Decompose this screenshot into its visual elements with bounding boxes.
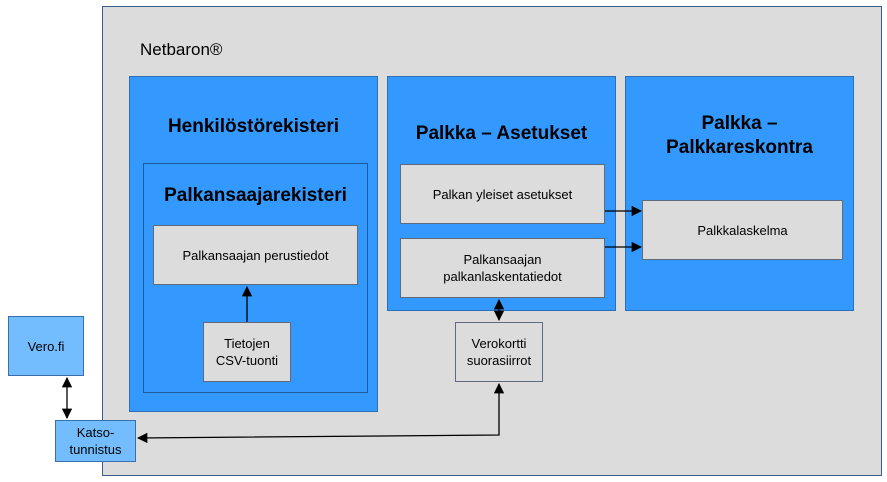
node-palkan-yleiset-asetukset: Palkan yleiset asetukset: [400, 164, 605, 224]
module-palkkareskontra: Palkka – Palkkareskontra: [625, 76, 854, 311]
arrow-katso-verokortti: [136, 382, 505, 444]
node-katso-tunnistus: Katso- tunnistus: [55, 420, 136, 462]
node-palkansaajan-perustiedot: Palkansaajan perustiedot: [153, 225, 358, 285]
node-vero-fi: Vero.fi: [8, 316, 84, 376]
module-palkkareskontra-title: Palkka – Palkkareskontra: [666, 113, 813, 158]
system-title: Netbaron®: [140, 40, 223, 59]
node-palkkalaskelma: Palkkalaskelma: [642, 200, 843, 260]
module-palkansaajarekisteri-title: Palkansaajarekisteri: [164, 185, 347, 206]
node-csv-tuonti: Tietojen CSV-tuonti: [203, 322, 291, 382]
node-palkanlaskentatiedot: Palkansaajan palkanlaskentatiedot: [400, 238, 605, 298]
module-palkka-asetukset-title: Palkka – Asetukset: [415, 123, 588, 144]
module-henkilostorekisteri-title: Henkilöstörekisteri: [167, 116, 340, 137]
node-verokortti-suorasiirrot: Verokortti suorasiirrot: [455, 322, 543, 382]
